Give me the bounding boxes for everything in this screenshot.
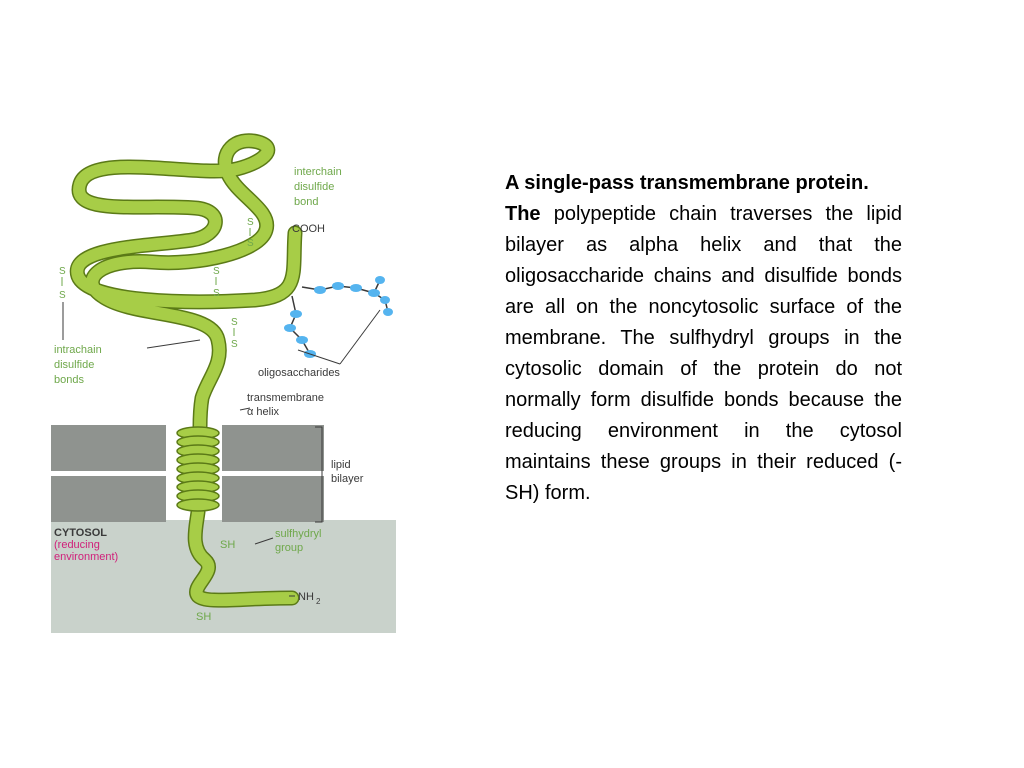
svg-text:S: S <box>231 317 238 328</box>
label-interchain-disulfide-bond: interchain disulfide bond <box>294 166 342 208</box>
svg-text:S: S <box>213 288 220 299</box>
svg-text:environment): environment) <box>54 551 118 563</box>
caption-title: A single-pass transmembrane protein. <box>505 172 869 194</box>
oligosaccharide-chains <box>284 276 393 358</box>
svg-text:bond: bond <box>294 196 318 208</box>
svg-text:sulfhydryl: sulfhydryl <box>275 528 321 540</box>
label-transmembrane-helix: transmembrane α helix <box>247 392 324 418</box>
polypeptide-chain <box>69 133 303 608</box>
svg-text:S: S <box>213 266 220 277</box>
svg-text:disulfide: disulfide <box>294 181 334 193</box>
caption-text: A single-pass transmembrane protein. The… <box>505 168 902 509</box>
svg-text:intrachain: intrachain <box>54 344 102 356</box>
svg-text:(reducing: (reducing <box>54 539 100 551</box>
intrachain-ss-mid: S S <box>213 266 220 299</box>
label-nh2: NH 2 <box>298 591 321 606</box>
label-reducing-environment: (reducing environment) <box>54 539 118 563</box>
leader-lines <box>62 302 381 597</box>
label-intrachain-disulfide-bonds: intrachain disulfide bonds <box>54 344 102 386</box>
svg-text:disulfide: disulfide <box>54 359 94 371</box>
caption-lead: The <box>505 203 541 225</box>
svg-text:S: S <box>247 217 254 228</box>
label-cooh: COOH <box>292 223 325 235</box>
lipid-bilayer <box>51 425 324 522</box>
svg-text:S: S <box>231 339 238 350</box>
label-oligosaccharides: oligosaccharides <box>258 367 340 379</box>
svg-text:bonds: bonds <box>54 374 84 386</box>
svg-text:interchain: interchain <box>294 166 342 178</box>
svg-text:α helix: α helix <box>247 406 280 418</box>
bilayer-bracket <box>315 426 323 523</box>
interchain-ss: S S <box>247 217 254 249</box>
label-sh-side: SH <box>220 539 235 551</box>
label-lipid-bilayer: lipid bilayer <box>331 459 364 485</box>
svg-text:group: group <box>275 542 303 554</box>
caption-body: polypeptide chain traverses the lipid bi… <box>505 203 902 504</box>
svg-text:2: 2 <box>316 597 321 606</box>
label-cytosol: CYTOSOL <box>54 527 107 539</box>
cytosol-region <box>51 520 396 633</box>
intrachain-ss-left: S S <box>59 266 66 301</box>
svg-text:lipid: lipid <box>331 459 351 471</box>
protein-diagram: S S S S S S S S interchain disulfide bon… <box>51 133 396 633</box>
svg-text:S: S <box>247 238 254 249</box>
label-sulfhydryl-group: sulfhydryl group <box>275 528 321 554</box>
svg-text:S: S <box>59 266 66 277</box>
label-sh-bottom: SH <box>196 611 211 623</box>
intrachain-ss-lower: S S <box>231 317 238 350</box>
transmembrane-helix <box>176 426 220 512</box>
svg-text:NH: NH <box>298 591 314 603</box>
svg-text:S: S <box>59 290 66 301</box>
svg-text:bilayer: bilayer <box>331 473 364 485</box>
svg-text:transmembrane: transmembrane <box>247 392 324 404</box>
